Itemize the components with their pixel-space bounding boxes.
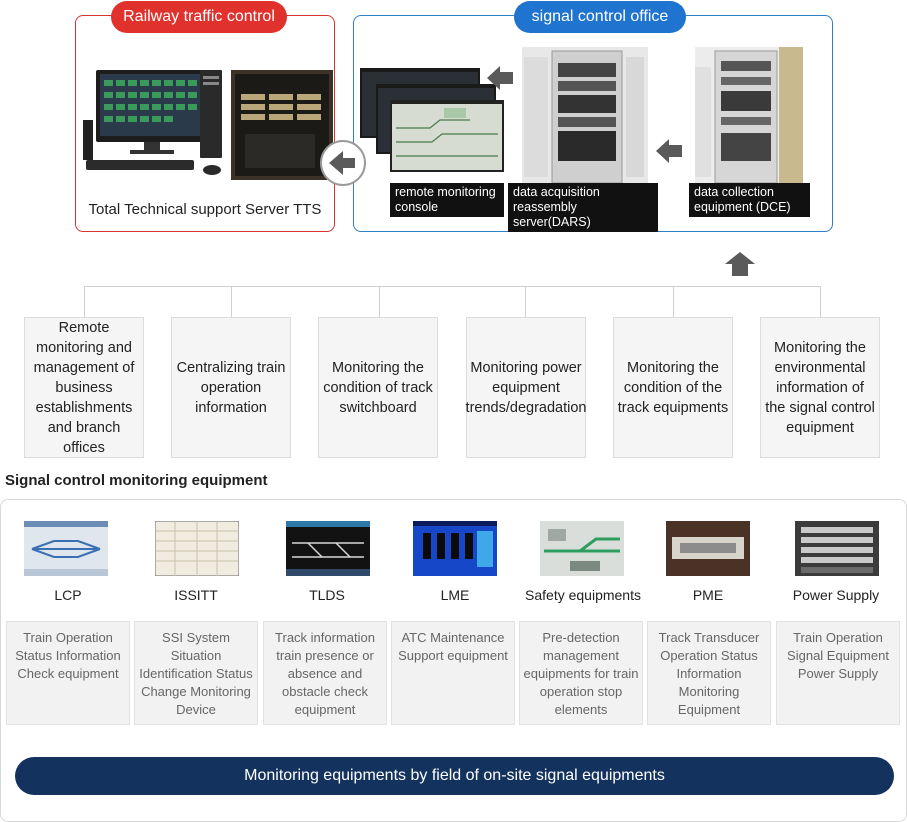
power-supply-image (795, 521, 879, 576)
dce-label: data collection equipment (DCE) (689, 183, 810, 217)
up-arrow-icon (725, 252, 755, 276)
equipment-name-pme: PME (692, 587, 724, 603)
dars-label: data acquisition reassembly server(DARS) (508, 183, 658, 232)
connector-line (525, 286, 526, 317)
equipment-name-lme: LME (440, 587, 470, 603)
equipment-name-power-supply: Power Supply (792, 587, 880, 603)
equipment-name-safety: Safety equipments (525, 587, 641, 603)
pme-image (666, 521, 750, 576)
railway-traffic-control-title: Railway traffic control (111, 1, 287, 33)
dars-server-image (522, 47, 648, 187)
workstation-image (83, 70, 222, 175)
dce-equipment-image (695, 47, 803, 187)
equipment-desc: ATC Maintenance Support equipment (391, 621, 515, 725)
connector-line (379, 286, 380, 317)
equipment-desc: Train Operation Signal Equipment Power S… (776, 621, 900, 725)
connector-line (231, 286, 232, 317)
issitt-image (155, 521, 239, 576)
feature-box: Monitoring power equipment trends/degrad… (466, 317, 586, 458)
section-title: Signal control monitoring equipment (5, 472, 268, 489)
safety-equipments-image (540, 521, 624, 576)
feature-box: Monitoring the environmental information… (760, 317, 880, 458)
equipment-name-tlds: TLDS (309, 587, 345, 603)
tts-caption: Total Technical support Server TTS (88, 201, 322, 218)
signal-control-office-title: signal control office (514, 1, 686, 33)
connector-line (673, 286, 674, 317)
footer-bar: Monitoring equipments by field of on-sit… (15, 757, 894, 795)
equipment-desc: Track information train presence or abse… (263, 621, 387, 725)
equipment-desc: Pre-detection management equipments for … (519, 621, 643, 725)
tlds-image (286, 521, 370, 576)
feature-box: Monitoring the condition of track switch… (318, 317, 438, 458)
remote-monitoring-console-label: remote monitoring console (390, 183, 504, 217)
connector-line (820, 286, 821, 317)
left-arrow-icon (487, 66, 513, 90)
equipment-desc: Track Transducer Operation Status Inform… (647, 621, 771, 725)
feature-box: Monitoring the condition of the track eq… (613, 317, 733, 458)
connector-line (84, 286, 85, 317)
lme-image (413, 521, 497, 576)
feature-box: Remote monitoring and management of busi… (24, 317, 144, 458)
lcp-image (24, 521, 108, 576)
equipment-name-lcp: LCP (54, 587, 82, 603)
server-rack-image (231, 70, 333, 180)
equipment-name-issitt: ISSITT (174, 587, 218, 603)
equipment-desc: Train Operation Status Information Check… (6, 621, 130, 725)
left-arrow-circle-icon (320, 140, 366, 186)
feature-box: Centralizing train operation information (171, 317, 291, 458)
equipment-desc: SSI System Situation Identification Stat… (134, 621, 258, 725)
left-arrow-icon (656, 139, 682, 163)
connector-line (84, 286, 821, 287)
monitoring-console-image (360, 68, 504, 172)
